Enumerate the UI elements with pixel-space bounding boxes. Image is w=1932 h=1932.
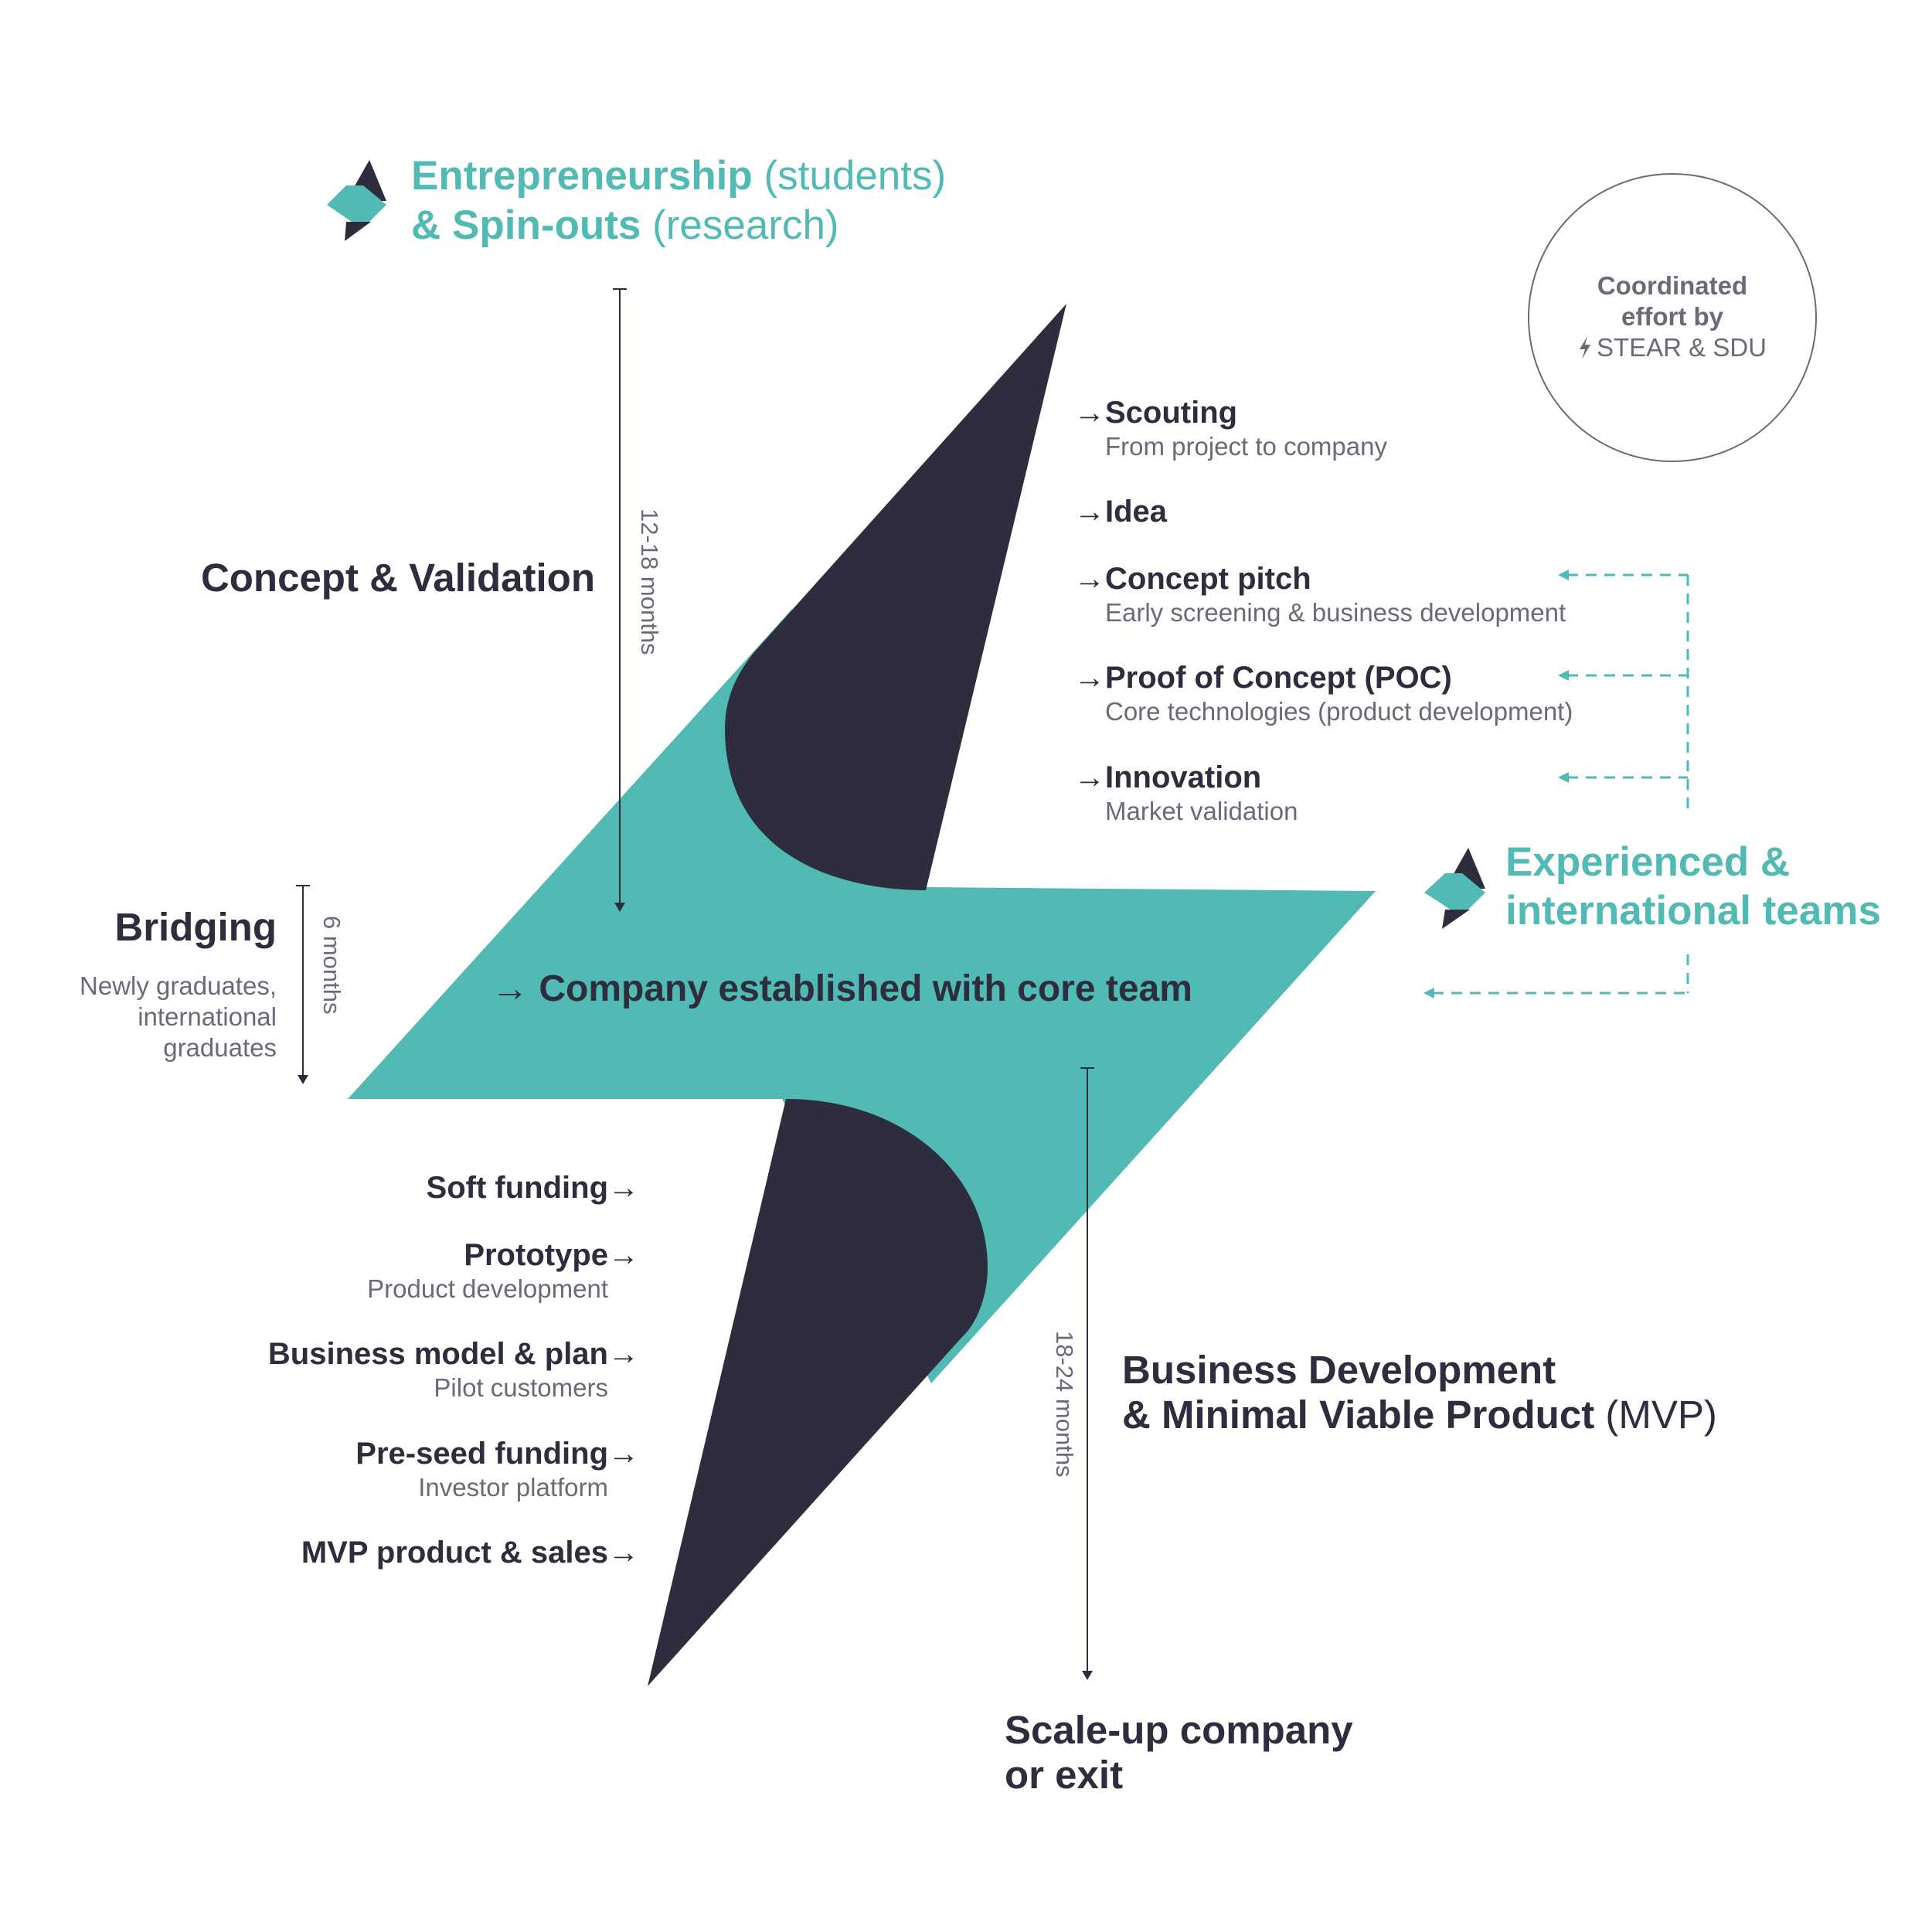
bridging-sub-line: Newly graduates, — [80, 971, 277, 1000]
scale-up-label: Scale-up company or exit — [1005, 1708, 1353, 1798]
step-proof-of-concept: →Proof of Concept (POC) Core technologie… — [1074, 659, 1573, 727]
step-pre-seed-funding: Pre-seed funding→ Investor platform — [355, 1435, 639, 1503]
bolt-center-band — [348, 609, 1376, 1383]
badge-line-2: effort by — [1621, 302, 1723, 331]
bridging-sub-line: graduates — [163, 1033, 277, 1062]
header-bolt-icon — [327, 160, 386, 241]
concept-validation-label: Concept & Validation — [200, 556, 595, 600]
arrow-right-icon: → — [608, 1437, 639, 1471]
step-title: Pre-seed funding — [355, 1437, 608, 1471]
step-mvp-product-sales: MVP product & sales→ — [301, 1534, 639, 1571]
bd-mvp: (MVP) — [1594, 1393, 1717, 1437]
bd-duration: 18-24 months — [1051, 1331, 1078, 1478]
business-development-label: Business Development & Minimal Viable Pr… — [1122, 1348, 1717, 1437]
badge-line-1: Coordinated — [1597, 271, 1748, 300]
title-students: (students) — [752, 153, 947, 199]
arrow-right-icon: → — [1074, 661, 1105, 695]
title-entrepreneurship: Entrepreneurship — [411, 153, 753, 199]
step-title: Idea — [1105, 495, 1168, 529]
step-subtitle: Market validation — [1105, 797, 1298, 825]
step-prototype: Prototype→ Product development — [367, 1236, 639, 1304]
step-concept-pitch: →Concept pitch Early screening & busines… — [1074, 560, 1566, 628]
step-title: Prototype — [464, 1238, 608, 1272]
bridging-description: Newly graduates, international graduates — [80, 971, 277, 1063]
experienced-line-1: Experienced & — [1505, 839, 1791, 885]
step-subtitle: Core technologies (product development) — [1105, 697, 1573, 726]
step-title: Soft funding — [426, 1171, 608, 1205]
step-soft-funding: Soft funding→ — [427, 1169, 639, 1206]
arrow-right-icon: → — [608, 1337, 639, 1371]
coordination-badge — [1528, 173, 1817, 462]
bolt-lower-blade — [648, 1099, 988, 1686]
bridging-label: Bridging — [114, 905, 277, 949]
center-text: Company established with core team — [539, 968, 1192, 1009]
scale-line-2: or exit — [1005, 1753, 1124, 1797]
arrow-right-icon: → — [1074, 396, 1105, 430]
teams-bolt-icon — [1424, 848, 1485, 929]
step-idea: →Idea — [1074, 493, 1167, 530]
concept-duration: 12-18 months — [636, 509, 663, 655]
badge-line-3: STEAR & SDU — [1596, 333, 1767, 362]
experienced-teams-label: Experienced & international teams — [1505, 838, 1881, 935]
step-subtitle: Product development — [367, 1274, 608, 1303]
experienced-line-2: international teams — [1505, 888, 1881, 934]
bolt-icon — [1579, 336, 1590, 359]
step-title: Innovation — [1105, 760, 1262, 794]
bd-line-1: Business Development — [1122, 1348, 1556, 1392]
step-title: MVP product & sales — [301, 1536, 608, 1570]
arrow-right-icon: → — [1074, 562, 1105, 596]
title-research: (research) — [641, 202, 839, 248]
bd-line-2: & Minimal Viable Product — [1122, 1393, 1595, 1437]
arrow-right-icon: → — [608, 1536, 639, 1570]
step-scouting: →Scouting From project to company — [1074, 394, 1387, 462]
bolt-upper-blade — [725, 304, 1066, 890]
coordination-badge-text: Coordinated effort by STEAR & SDU — [1528, 270, 1817, 363]
arrow-right-icon: → — [492, 968, 529, 1009]
bridging-sub-line: international — [138, 1002, 277, 1031]
program-title: Entrepreneurship (students) & Spin-outs … — [411, 151, 946, 250]
step-business-model: Business model & plan→ Pilot customers — [268, 1335, 639, 1403]
arrow-right-icon: → — [1074, 760, 1105, 794]
step-subtitle: Pilot customers — [434, 1373, 608, 1402]
step-title: Concept pitch — [1105, 562, 1311, 596]
arrow-right-icon: → — [608, 1171, 639, 1205]
title-spinouts: & Spin-outs — [411, 202, 641, 248]
step-title: Scouting — [1105, 396, 1238, 430]
arrow-right-icon: → — [1074, 495, 1105, 529]
step-subtitle: From project to company — [1105, 432, 1387, 461]
scale-line-1: Scale-up company — [1005, 1708, 1353, 1752]
step-innovation: →Innovation Market validation — [1074, 759, 1298, 827]
step-title: Proof of Concept (POC) — [1105, 661, 1452, 695]
company-established-label: → Company established with core team — [492, 966, 1192, 1012]
step-title: Business model & plan — [267, 1337, 608, 1371]
step-subtitle: Early screening & business development — [1105, 598, 1566, 627]
arrow-right-icon: → — [608, 1238, 639, 1272]
step-subtitle: Investor platform — [418, 1473, 608, 1502]
bridging-duration: 6 months — [318, 916, 345, 1015]
